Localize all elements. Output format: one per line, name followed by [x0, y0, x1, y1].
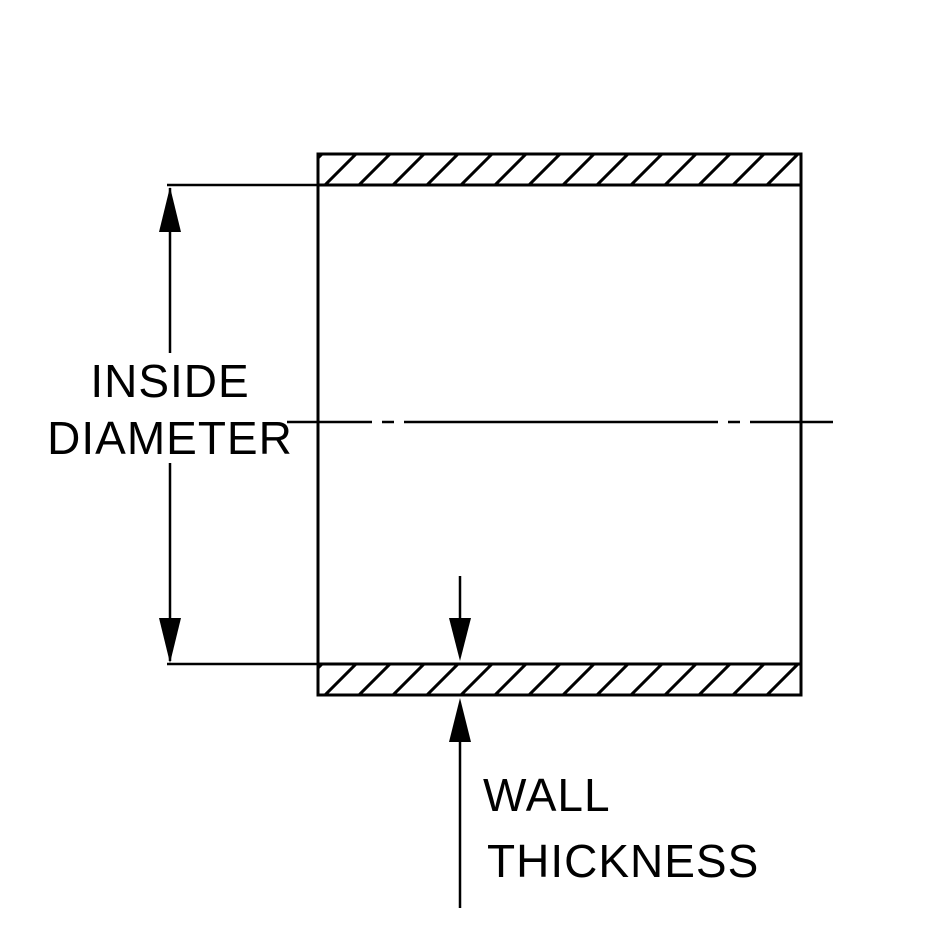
arrow-down-icon: [159, 618, 181, 663]
inside-diameter-label-line2: DIAMETER: [47, 412, 293, 464]
arrow-up-icon: [159, 187, 181, 232]
wall-thickness-label-line1: WALL: [483, 769, 611, 821]
top-wall-hatch-band: [316, 152, 803, 187]
bottom-wall-hatch-band: [316, 662, 803, 697]
wall-thickness-arrow-up-icon: [449, 698, 471, 742]
inside-diameter-label-line1: INSIDE: [90, 355, 249, 407]
wall-thickness-arrow-down-icon: [449, 618, 471, 661]
wall-thickness-label-line2: THICKNESS: [487, 835, 759, 887]
tube-body-outline: [316, 152, 803, 697]
